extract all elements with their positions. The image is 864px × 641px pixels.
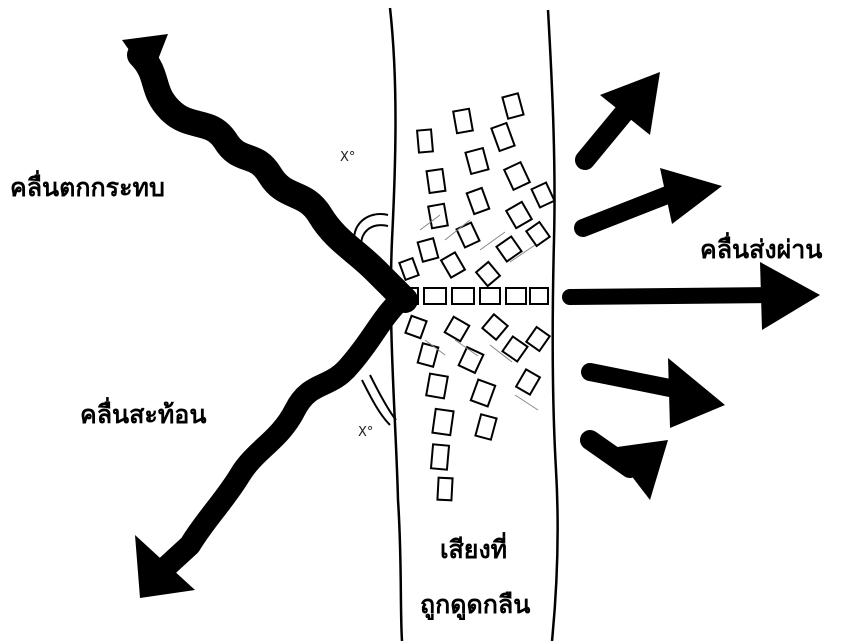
transmitted-wave-label: คลื่นส่งผ่าน — [700, 230, 822, 270]
transmitted-arrow-head-2 — [660, 168, 722, 224]
absorbed-sound-label-line2: ถูกดูดกลืน — [420, 585, 530, 625]
angle-label-top: X° — [340, 150, 355, 165]
absorbed-sound-label-line1: เสียงที่ — [440, 530, 507, 570]
wall-right-boundary — [548, 10, 558, 641]
reflected-wave-label: คลื่นสะท้อน — [80, 395, 206, 435]
incident-wave — [140, 55, 405, 300]
transmitted-arrow-head-4 — [668, 358, 725, 428]
transmitted-arrow-head-3 — [760, 262, 820, 330]
angle-label-bottom: X° — [358, 425, 373, 440]
absorbed-sound-particles — [399, 93, 554, 500]
transmitted-arrows — [570, 72, 820, 500]
incident-wave-label: คลื่นตกกระทบ — [10, 168, 165, 208]
